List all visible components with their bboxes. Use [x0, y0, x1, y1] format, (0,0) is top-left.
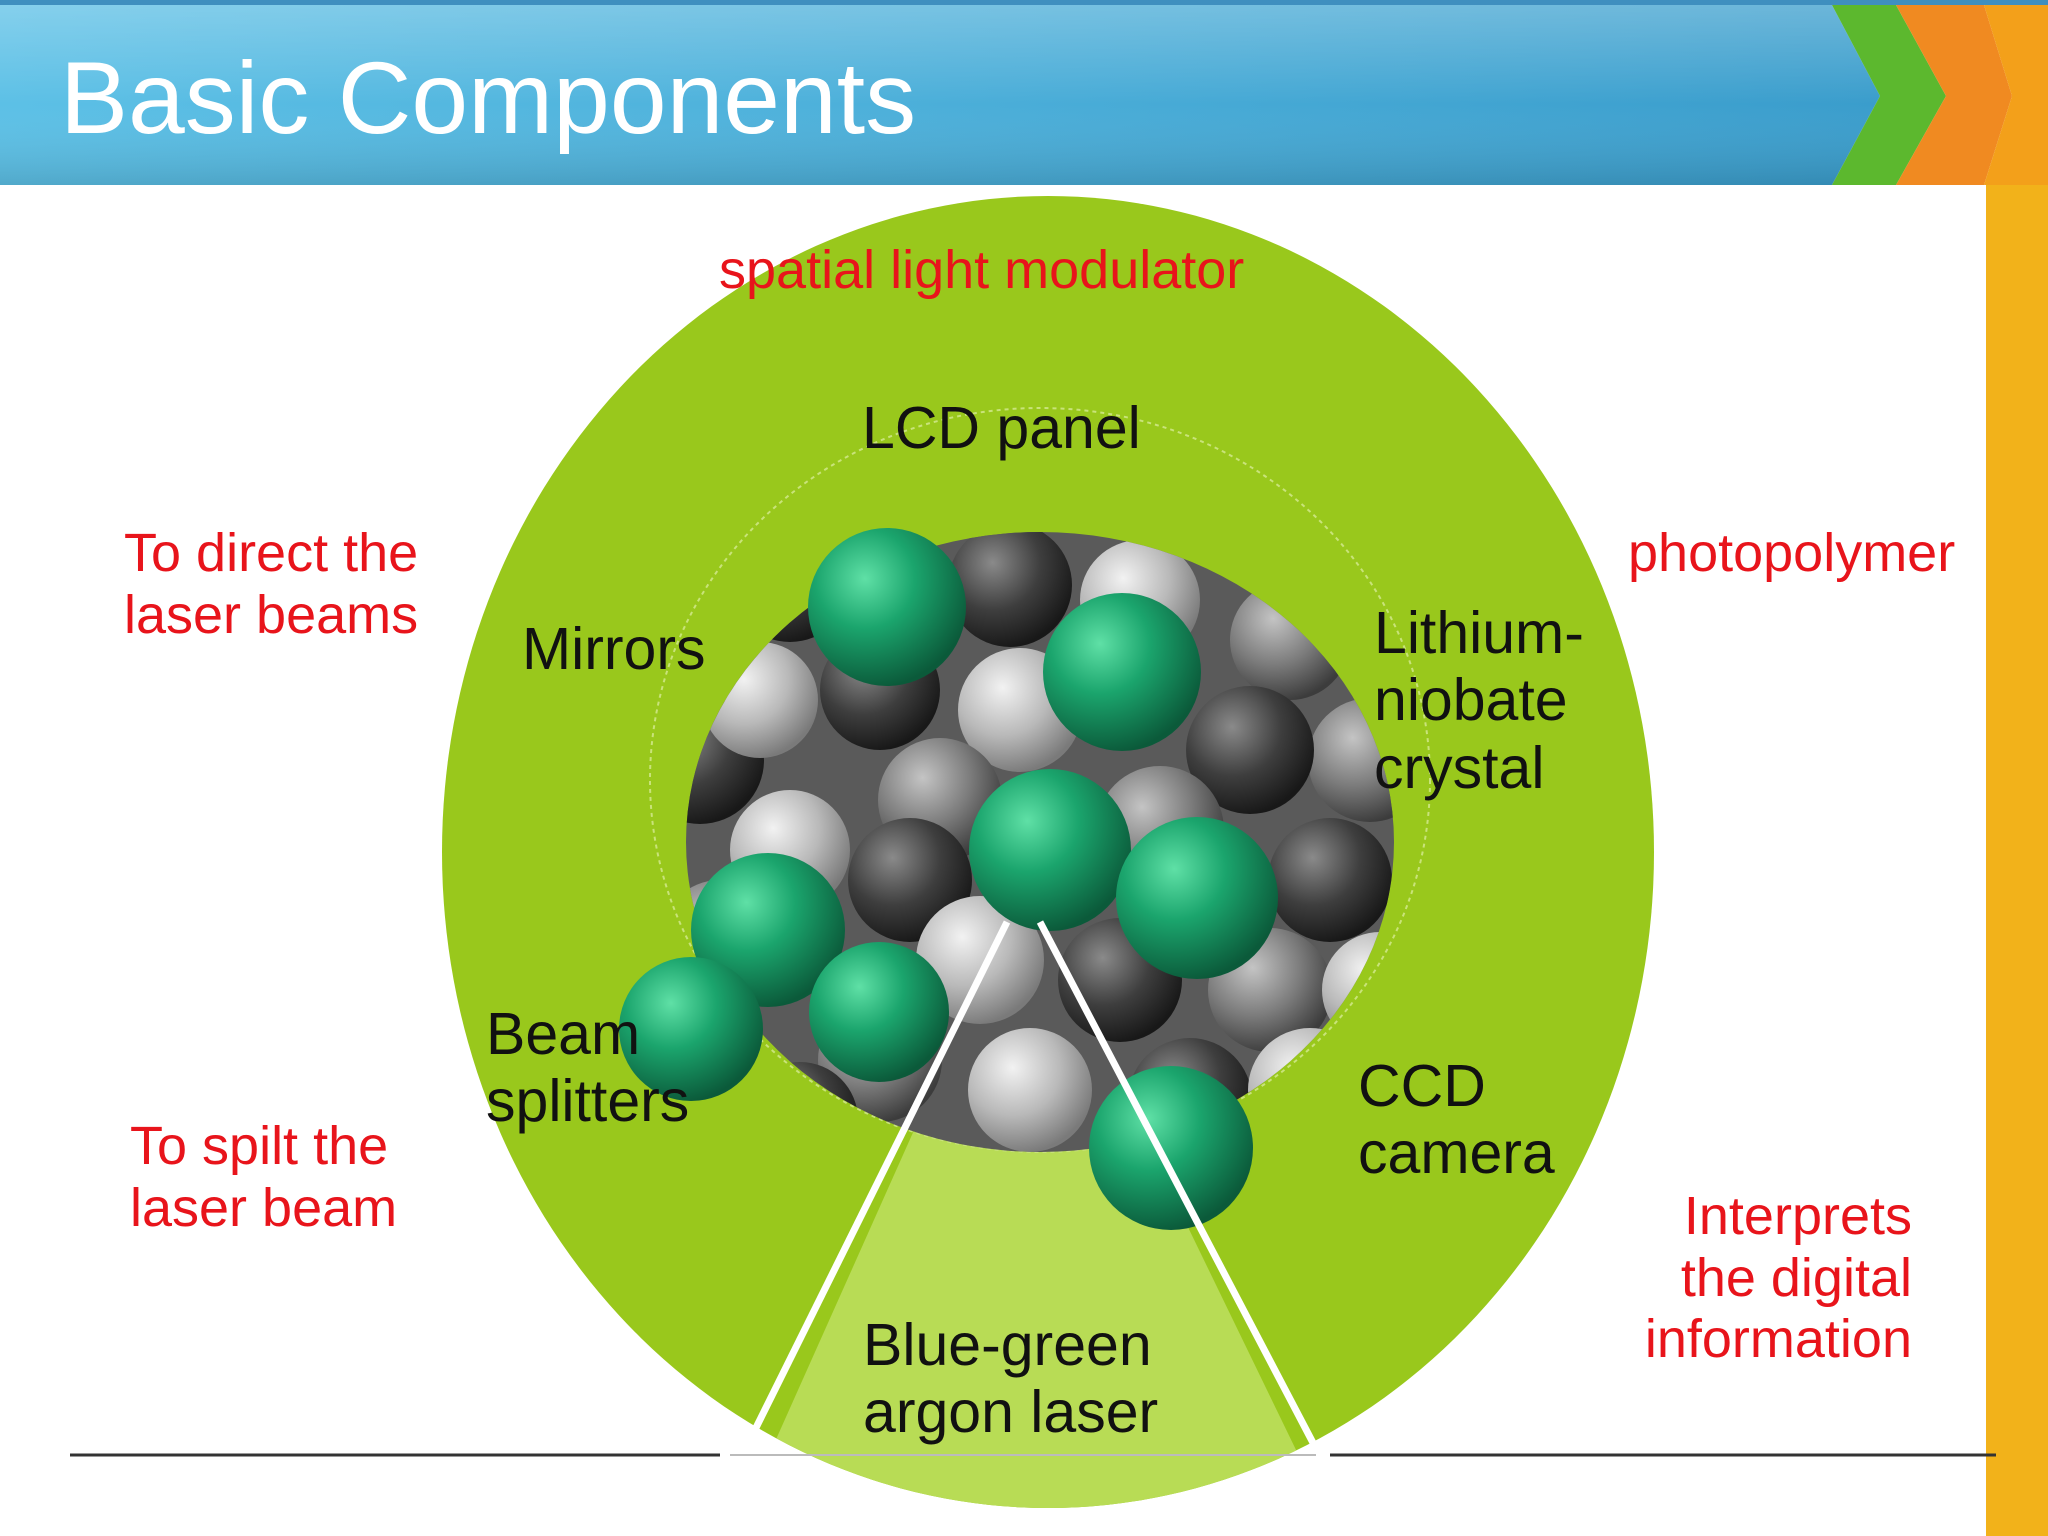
- mirrors-label: Mirrors: [522, 616, 706, 682]
- ccd-camera-label: CCD camera: [1358, 1053, 1555, 1187]
- mirrors-description: To direct the laser beams: [124, 523, 419, 645]
- laser-wedge: [740, 922, 1330, 1508]
- argon-laser-label: Blue-green argon laser: [863, 1312, 1159, 1446]
- beam-splitters-label: Beam splitters: [486, 1001, 690, 1135]
- orange-chevron-shape: [1896, 5, 2012, 185]
- ccd-camera-description: Interprets the digital information: [1644, 1186, 1912, 1370]
- green-spheres: [619, 528, 1278, 1230]
- page-title: Basic Components: [60, 41, 917, 155]
- lcd-panel-label: LCD panel: [862, 395, 1141, 461]
- side-strip: [1986, 185, 2048, 1536]
- photopolymer-label: photopolymer: [1628, 523, 1956, 583]
- laser-beam-lines: [736, 920, 1326, 1462]
- spatial-light-modulator-label: spatial light modulator: [719, 240, 1245, 300]
- beam-splitters-description: To spilt the laser beam: [130, 1116, 398, 1238]
- green-chevron-shape: [1832, 5, 1946, 185]
- header-bar: [0, 0, 2048, 185]
- inner-dashed-circle: [649, 407, 1431, 1153]
- lithium-niobate-label: Lithium- niobate crystal: [1374, 600, 1584, 801]
